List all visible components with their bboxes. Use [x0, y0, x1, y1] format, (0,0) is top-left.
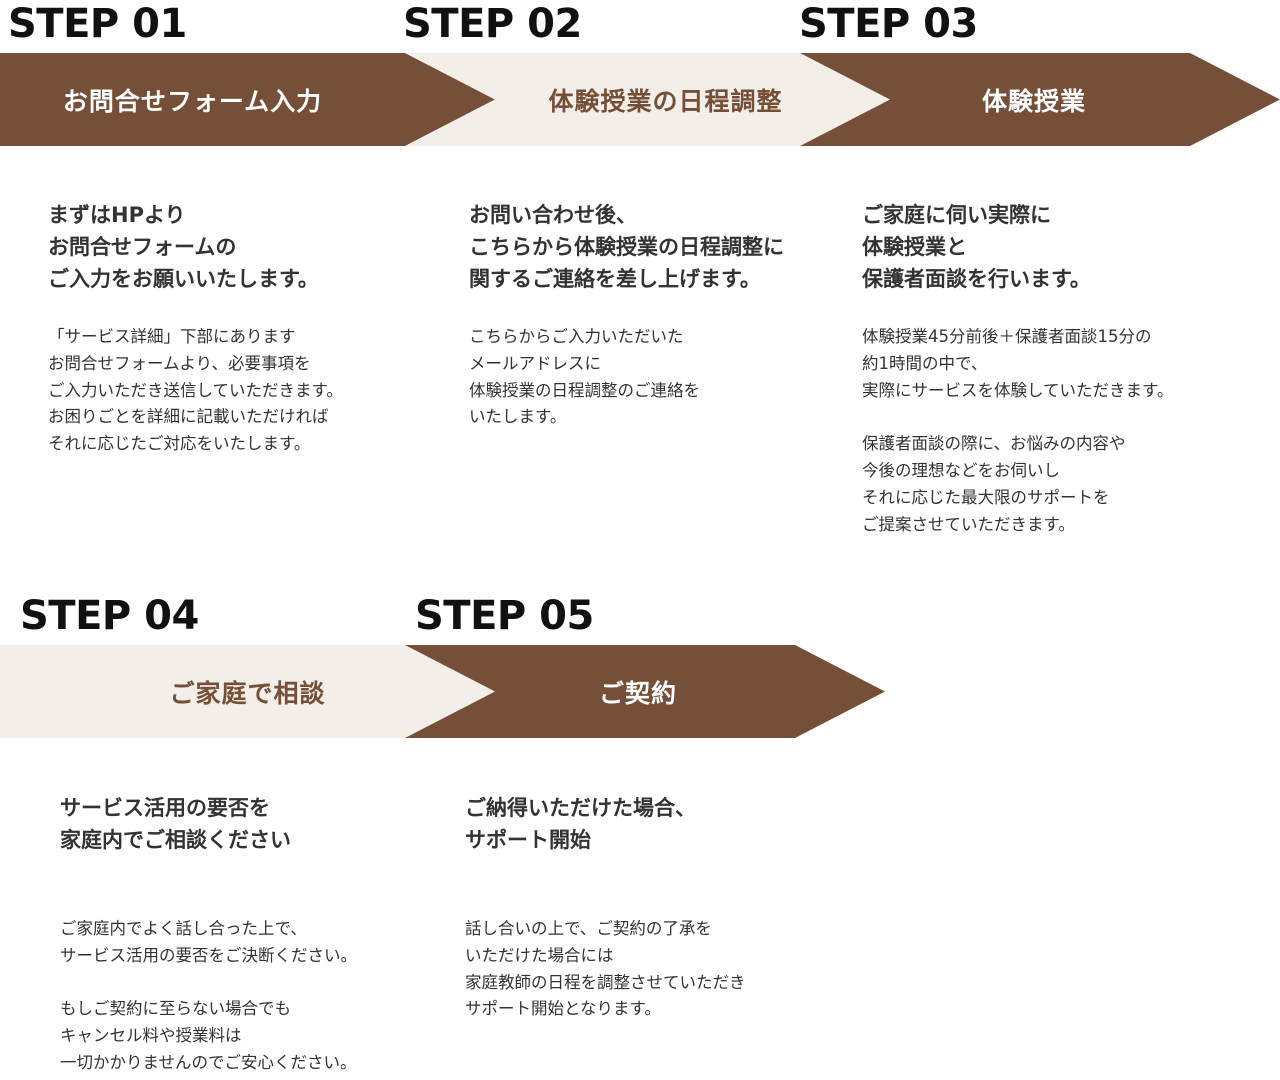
step-04-arrow-banner: ご家庭で相談: [0, 645, 495, 738]
step-02-heading: お問い合わせ後、 こちらから体験授業の日程調整に 関するご連絡を差し上げます。: [469, 203, 784, 291]
step-02-label: STEP 02: [403, 1, 582, 47]
step-04-heading: サービス活用の要否を 家庭内でご相談ください: [60, 796, 291, 852]
step-04-title: ご家庭で相談: [169, 678, 326, 708]
step-03-heading: ご家庭に伺い実際に 体験授業と 保護者面談を行います。: [862, 203, 1091, 291]
step-02-title: 体験授業の日程調整: [548, 86, 783, 116]
step-01-title: お問合せフォーム入力: [62, 86, 323, 116]
step-04-label: STEP 04: [20, 593, 199, 639]
step-01-arrow-banner: お問合せフォーム入力: [0, 53, 495, 146]
step-05-title: ご契約: [598, 678, 677, 708]
step-03-title: 体験授業: [981, 86, 1086, 116]
step-03-label: STEP 03: [799, 1, 978, 47]
step-03-description: 体験授業45分前後＋保護者面談15分の 約1時間の中で、 実際にサービスを体験し…: [862, 327, 1174, 534]
step-01-description: 「サービス詳細」下部にあります お問合せフォームより、必要事項を ご入力いただき…: [48, 327, 343, 454]
step-05-heading: ご納得いただけた場合、 サポート開始: [465, 796, 696, 852]
step-02-description: こちらからご入力いただいた メールアドレスに 体験授業の日程調整のご連絡を いた…: [469, 327, 700, 427]
step-04-description: ご家庭内でよく話し合った上で、 サービス活用の要否をご決断ください。 もしご契約…: [60, 919, 357, 1072]
step-05-label: STEP 05: [415, 593, 594, 639]
step-01-label: STEP 01: [8, 1, 187, 47]
step-01-heading: まずはHPより お問合せフォームの ご入力をお願いいたします。: [48, 203, 319, 291]
step-05-description: 話し合いの上で、ご契約の了承を いただけた場合には 家庭教師の日程を調整させてい…: [465, 919, 746, 1019]
